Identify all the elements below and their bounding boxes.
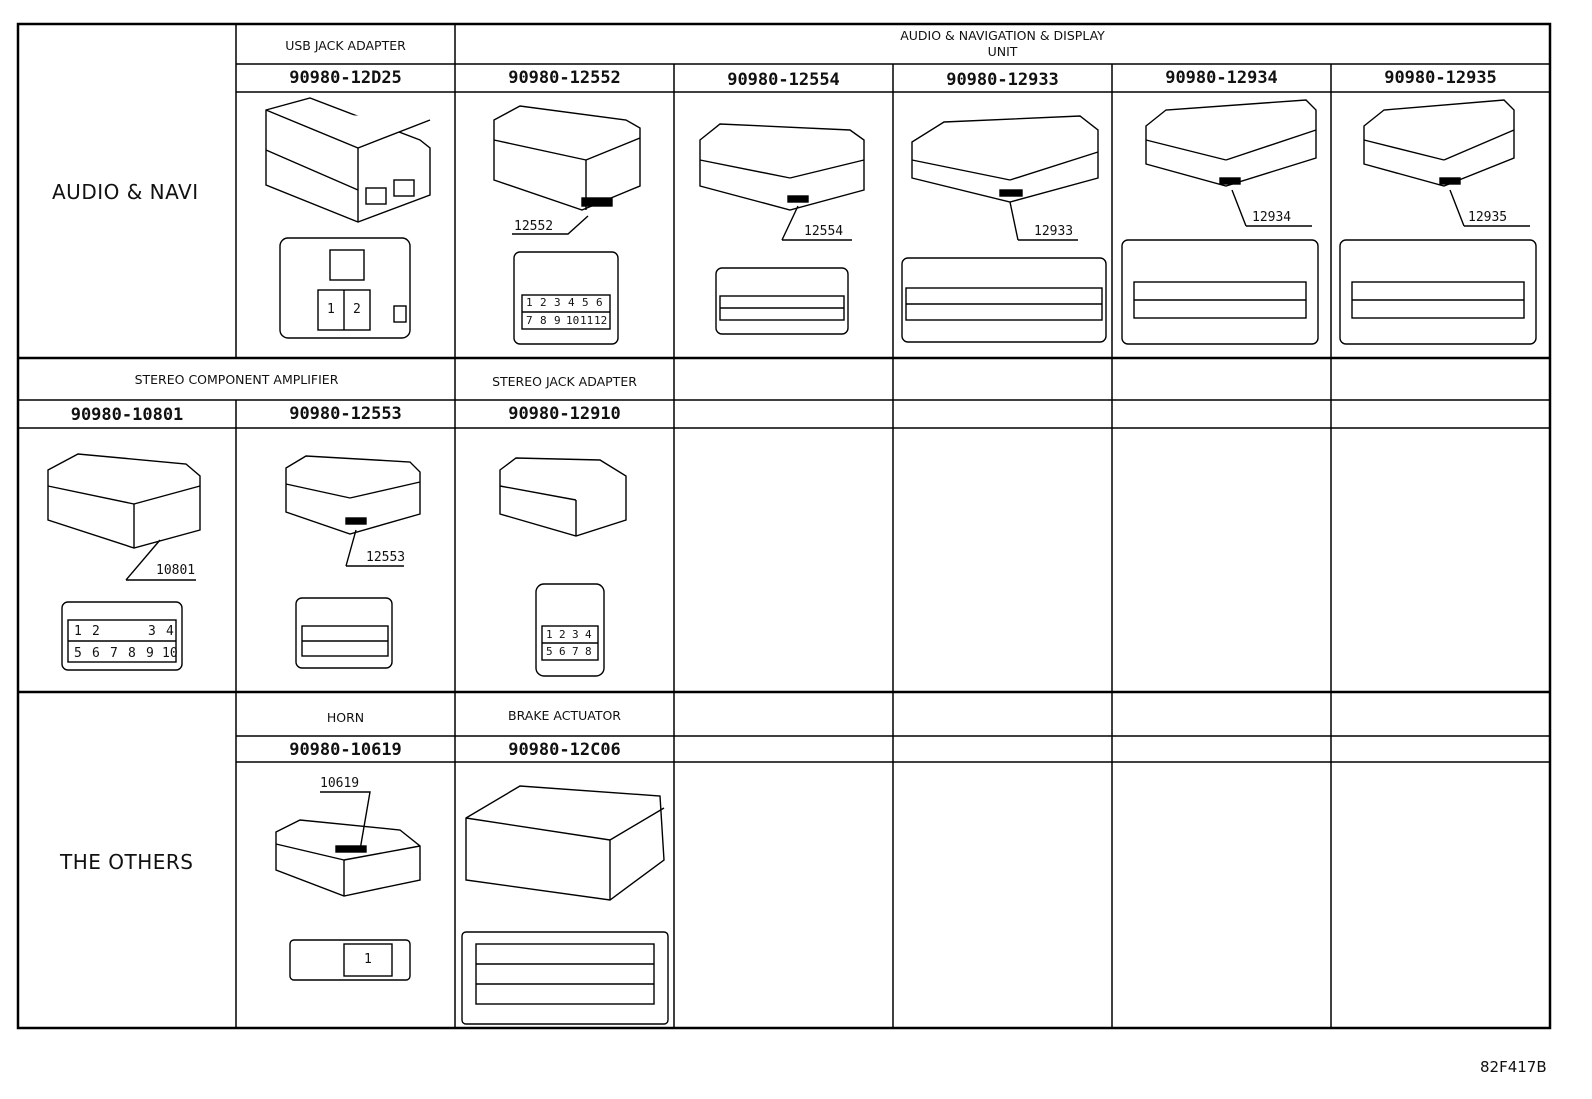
label-brake-actuator: BRAKE ACTUATOR [508,708,621,723]
code-12552: 12552 [514,219,554,234]
part-number-12C06: 90980-12C06 [508,740,621,760]
pin-12552-11: 11 [580,314,594,327]
connector-10801-drawing [47,453,201,671]
code-10619: 10619 [320,776,360,791]
label-horn: HORN [326,710,365,725]
label-audio-nav-display: AUDIO & NAVIGATION & DISPLAY [900,28,1105,43]
connector-10619-drawing [275,819,421,981]
pin-12552-12: 12 [594,314,608,327]
connector-12C06-drawing [461,785,669,1025]
code-12554: 12554 [804,224,844,239]
pin-12552-2: 2 [540,296,547,309]
label-usb-jack-adapter: USB JACK ADAPTER [285,38,406,53]
pin-12910-1: 1 [546,628,553,641]
pin-10801-1: 1 [74,624,82,639]
part-number-12552: 90980-12552 [508,68,621,88]
pin-10801-2: 2 [92,624,100,639]
category-the-others: THE OTHERS [60,850,194,874]
part-number-12934: 90980-12934 [1165,68,1278,88]
part-number-12935: 90980-12935 [1384,68,1497,88]
code-12933: 12933 [1034,224,1074,239]
pin-10801-6: 6 [92,646,100,661]
pin-usb-1: 1 [327,302,335,317]
connector-12552-drawing [493,105,641,345]
pin-usb-2: 2 [353,302,361,317]
pin-10801-7: 7 [110,646,118,661]
part-number-12D25: 90980-12D25 [289,68,402,88]
label-stereo-component-amplifier: STEREO COMPONENT AMPLIFIER [134,372,339,387]
pin-12910-4: 4 [585,628,592,641]
part-number-12933: 90980-12933 [946,70,1059,90]
code-10801: 10801 [156,563,196,578]
code-12935: 12935 [1468,210,1508,225]
figure-code: 82F417B [1480,1058,1547,1076]
pin-12552-9: 9 [554,314,561,327]
connector-12910-drawing [499,457,627,677]
pin-12910-7: 7 [572,645,579,658]
pin-12552-7: 7 [526,314,533,327]
code-12553: 12553 [366,550,406,565]
pin-10801-9: 9 [146,646,154,661]
connector-12553-drawing [285,455,421,669]
pin-12552-1: 1 [526,296,533,309]
connector-12934-drawing [1121,99,1319,345]
pin-12910-6: 6 [559,645,566,658]
pin-12552-10: 10 [566,314,580,327]
label-stereo-jack-adapter: STEREO JACK ADAPTER [492,374,637,389]
pin-10801-4: 4 [166,624,174,639]
part-number-10619: 90980-10619 [289,740,402,760]
part-number-12553: 90980-12553 [289,404,402,424]
part-number-12910: 90980-12910 [508,404,621,424]
pin-12910-2: 2 [559,628,566,641]
label-audio-nav-display-unit: UNIT [987,44,1018,59]
pin-12552-6: 6 [596,296,603,309]
pin-12910-5: 5 [546,645,553,658]
pin-10801-8: 8 [128,646,136,661]
pin-12552-5: 5 [582,296,589,309]
code-12934: 12934 [1252,210,1292,225]
connector-12554-drawing [699,123,865,335]
pin-10801-10: 10 [162,646,178,661]
connector-12933-drawing [901,115,1107,343]
connector-12D25-drawing [265,97,431,339]
pin-10801-5: 5 [74,646,82,661]
pin-10801-3: 3 [148,624,156,639]
pin-12910-3: 3 [572,628,579,641]
part-number-12554: 90980-12554 [727,70,840,90]
pin-horn-1: 1 [364,952,372,967]
pin-12552-3: 3 [554,296,561,309]
part-number-10801: 90980-10801 [70,405,184,425]
pin-12552-8: 8 [540,314,547,327]
pin-12552-4: 4 [568,296,575,309]
connector-12935-drawing [1339,99,1537,345]
pin-12910-8: 8 [585,645,592,658]
category-audio-navi: AUDIO & NAVI [52,180,199,204]
